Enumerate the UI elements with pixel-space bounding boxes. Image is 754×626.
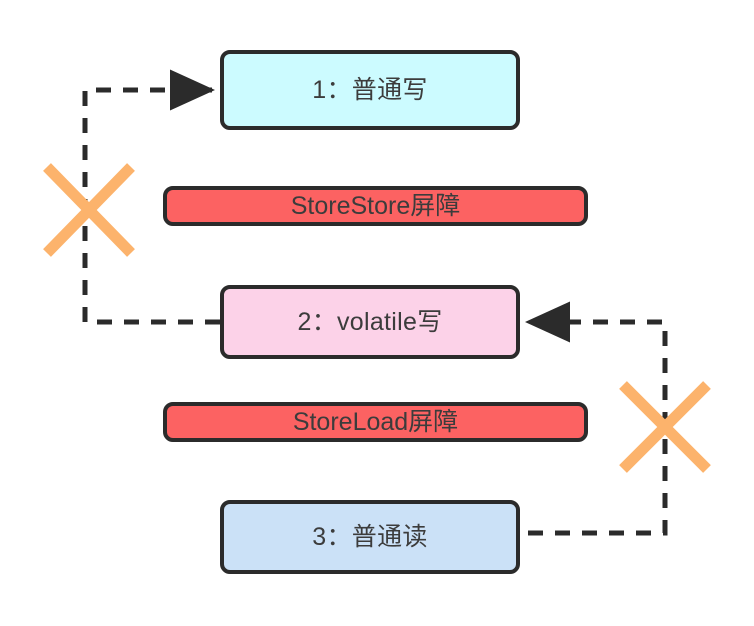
barrier-storeload-label: StoreLoad屏障	[292, 407, 459, 436]
cross-left-icon	[43, 163, 135, 257]
barrier-storestore: StoreStore屏障	[163, 186, 588, 226]
barrier-storestore-label: StoreStore屏障	[290, 191, 461, 220]
node-normal-read: 3：普通读	[220, 500, 520, 574]
barrier-storeload: StoreLoad屏障	[163, 402, 588, 442]
node-volatile-write: 2：volatile写	[220, 285, 520, 359]
node-normal-write: 1：普通写	[220, 50, 520, 130]
cross-right-icon	[619, 381, 711, 473]
edge-right	[524, 301, 668, 536]
node-normal-write-label: 1：普通写	[312, 75, 428, 104]
node-normal-read-label: 3：普通读	[312, 522, 428, 551]
node-volatile-write-label: 2：volatile写	[297, 307, 443, 336]
